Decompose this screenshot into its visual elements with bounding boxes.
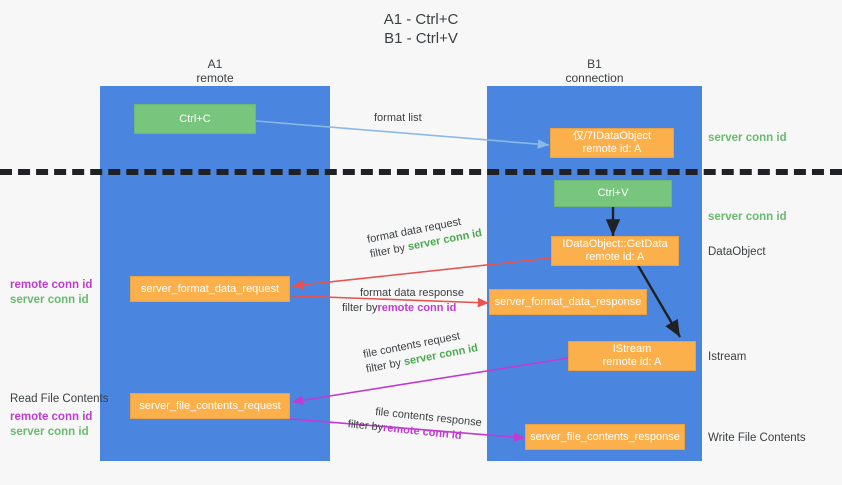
left-server-conn-id-format: server conn id [10,294,89,306]
node-server-file-contents-response[interactable]: server_file_contents_response [525,424,685,450]
node-server-format-data-response[interactable]: server_format_data_response [489,289,647,315]
lane-header-b1: B1 connection [565,57,624,85]
side-label-istream: Istream [708,351,747,363]
edge-label-format-data-response-filter-value: remote conn id [377,302,457,314]
node-server-file-contents-request[interactable]: server_file_contents_request [130,393,290,419]
side-label-dataobject: DataObject [708,246,766,258]
lane-header-a1: A1 remote [196,57,234,85]
page-title: A1 - Ctrl+C B1 - Ctrl+V [383,11,459,47]
side-label-server-conn-id-top: server conn id [708,132,787,144]
time-divider-dashed-line [0,169,842,175]
left-remote-conn-id-format: remote conn id [10,279,93,291]
edge-label-format-data-response: format data response filter by remote co… [342,286,464,316]
left-remote-conn-id-file: remote conn id [10,411,93,423]
node-ctrl-c[interactable]: Ctrl+C [134,104,256,134]
edge-label-file-contents-response: file contents response filter by remote … [347,405,483,446]
side-label-read-file-contents: Read File Contents [10,393,109,405]
node-server-format-data-request[interactable]: server_format_data_request [130,276,290,302]
node-idataobject[interactable]: 仅/7IDataObject remote id: A [550,128,674,158]
node-ctrl-v[interactable]: Ctrl+V [554,180,672,207]
edge-label-file-contents-response-filter-prefix: filter by [347,418,384,434]
edge-label-format-data-response-filter-prefix: filter by [342,302,378,314]
edge-label-format-data-request: format data request filter by server con… [366,211,483,262]
left-conn-pair-file: remote conn id server conn id [10,410,92,440]
node-istream[interactable]: IStream remote id: A [568,341,696,371]
edge-label-format-data-response-line1: format data response [360,287,464,299]
edge-label-format-list: format list [374,112,422,124]
side-label-write-file-contents: Write File Contents [708,432,806,444]
edge-label-file-contents-request: file contents request filter by server c… [362,326,479,377]
left-conn-pair-format: remote conn id server conn id [10,278,92,308]
side-label-server-conn-id-mid: server conn id [708,211,787,223]
left-server-conn-id-file: server conn id [10,426,89,438]
node-idataobject-getdata[interactable]: IDataObject::GetData remote id: A [551,236,679,266]
